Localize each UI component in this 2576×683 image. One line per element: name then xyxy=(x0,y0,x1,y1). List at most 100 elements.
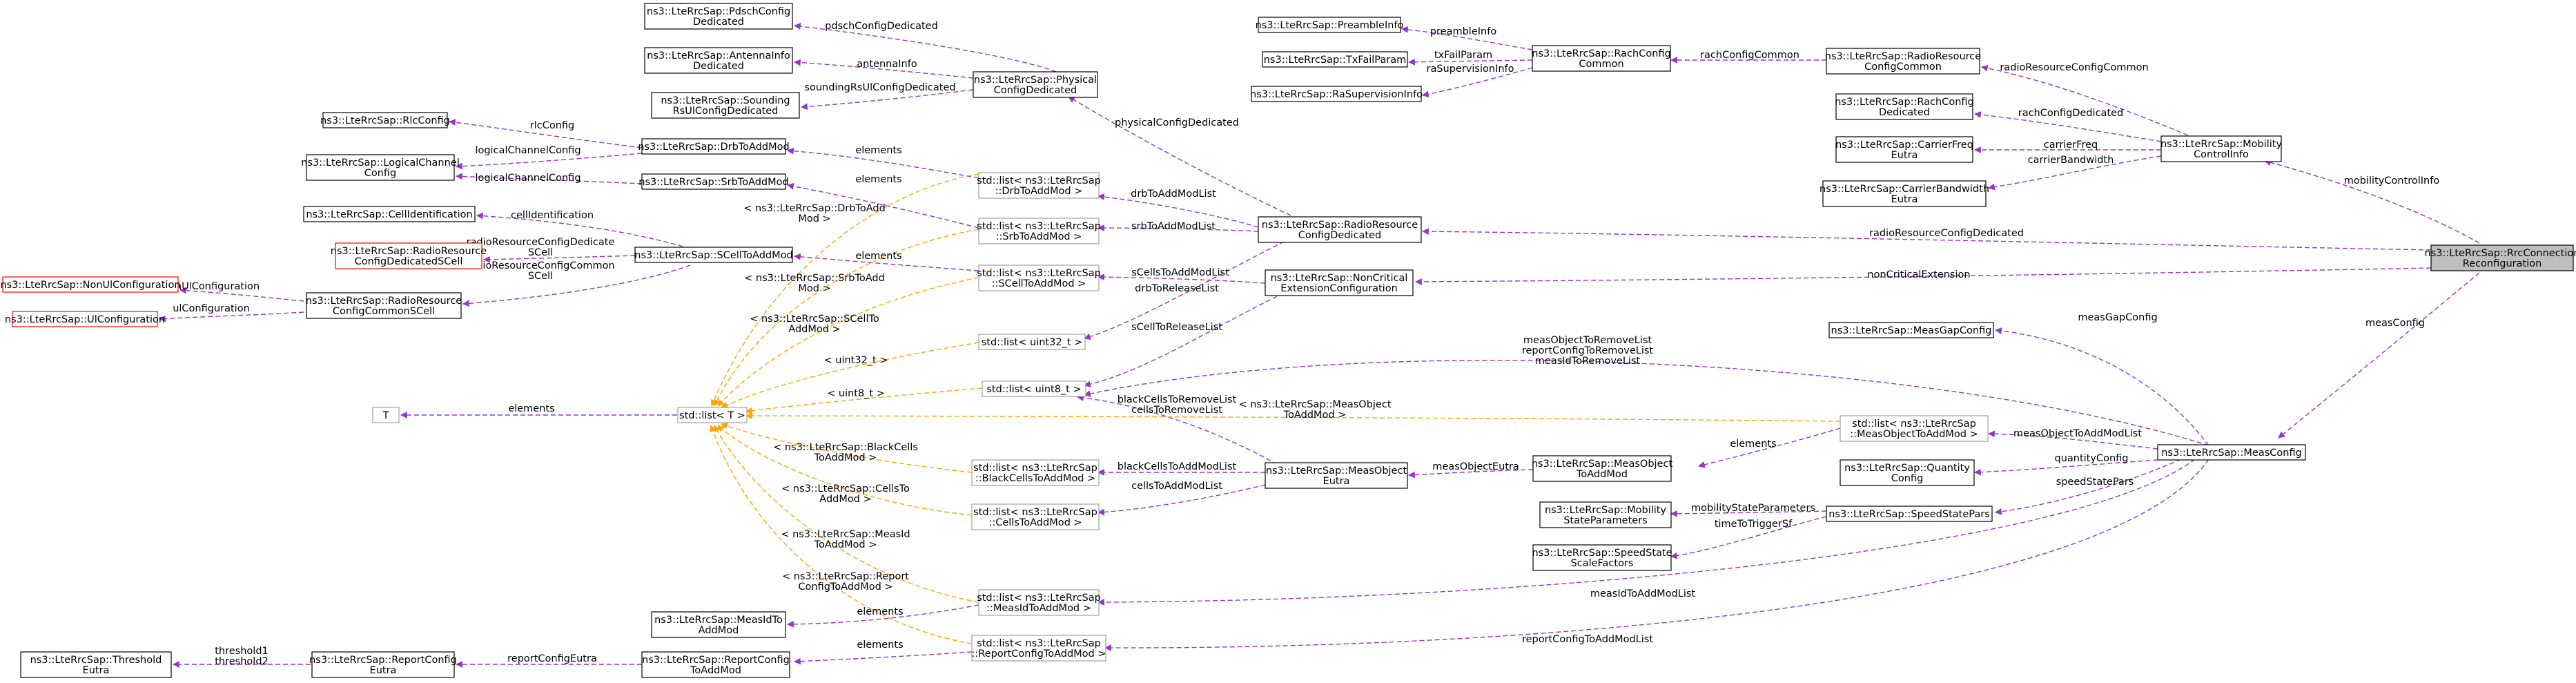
node-speed-state-pars[interactable]: ns3::LteRrcSap::SpeedStatePars xyxy=(1826,506,1993,522)
edge-tx-fail-param xyxy=(1408,58,1533,66)
edge-label-line: threshold2 xyxy=(215,656,269,667)
node-rlc-config[interactable]: ns3::LteRrcSap::RlcConfig xyxy=(320,112,450,128)
node-box xyxy=(1532,544,1672,571)
node-list-cells-to-add-mod[interactable]: std::list< ns3::LteRrcSap::CellsToAddMod… xyxy=(971,503,1100,530)
node-report-config-to-add-mod[interactable]: ns3::LteRrcSap::ReportConfigToAddMod xyxy=(641,651,790,678)
edge-cells-to-add-mod-list xyxy=(1097,484,1266,516)
node-label: ConfigDedicated xyxy=(994,85,1077,96)
edge-label-line: speedStatePars xyxy=(2056,477,2134,488)
node-box xyxy=(303,206,476,222)
node-label: std::list< ns3::LteRrcSap xyxy=(977,175,1101,186)
node-preamble-info[interactable]: ns3::LteRrcSap::PreambleInfo xyxy=(1256,17,1404,33)
node-box xyxy=(634,247,793,263)
node-meas-object-to-add-mod[interactable]: ns3::LteRrcSap::MeasObjectToAddMod xyxy=(1532,455,1673,482)
node-non-ul-configuration[interactable]: ns3::LteRrcSap::NonUlConfiguration xyxy=(0,276,181,293)
node-list-report-config-to-add-mod[interactable]: std::list< ns3::LteRrcSap::ReportConfigT… xyxy=(971,635,1106,662)
node-list-uint8[interactable]: std::list< uint8_t > xyxy=(982,381,1086,397)
node-label: ns3::LteRrcSap::RadioResource xyxy=(306,296,462,307)
edge-label-line: txFailParam xyxy=(1434,50,1492,61)
edge-label-line: elements xyxy=(855,145,901,156)
node-box xyxy=(306,292,462,319)
node-ra-supervision-info[interactable]: ns3::LteRrcSap::RaSupervisionInfo xyxy=(1250,86,1423,102)
node-ul-configuration[interactable]: ns3::LteRrcSap::UlConfiguration xyxy=(5,311,165,327)
node-scell-to-add-mod[interactable]: ns3::LteRrcSap::SCellToAddMod xyxy=(634,247,793,263)
node-list-meas-object-to-add-mod[interactable]: std::list< ns3::LteRrcSap::MeasObjectToA… xyxy=(1840,415,1989,442)
edge-radio-resource-config-dedicated xyxy=(1422,228,2432,251)
edge-label: nonCriticalExtension xyxy=(1867,269,1970,280)
edge-label: measObjectEutra xyxy=(1432,461,1519,472)
node-srb-to-add-mod[interactable]: ns3::LteRrcSap::SrbToAddMod xyxy=(638,173,789,190)
node-label: ToAddMod xyxy=(1576,469,1628,480)
node-rrc-connection-reconfiguration[interactable]: ns3::LteRrcSap::RrcConnectionReconfigura… xyxy=(2425,244,2576,271)
node-radio-resource-config-dedicated-scell[interactable]: ns3::LteRrcSap::RadioResourceConfigDedic… xyxy=(331,242,487,269)
node-box xyxy=(12,311,158,327)
node-list-drb-to-add-mod[interactable]: std::list< ns3::LteRrcSap::DrbToAddMod > xyxy=(977,172,1101,199)
edge-cell-identification xyxy=(476,212,691,249)
node-box xyxy=(651,92,800,119)
node-label: std::list< ns3::LteRrcSap xyxy=(973,463,1097,474)
edge-label: measIdToAddModList xyxy=(1590,588,1696,599)
node-meas-config[interactable]: ns3::LteRrcSap::MeasConfig xyxy=(2157,444,2306,461)
node-meas-gap-config[interactable]: ns3::LteRrcSap::MeasGapConfig xyxy=(1828,322,1994,338)
node-box xyxy=(641,138,786,155)
edge-label-line: elements xyxy=(855,174,901,185)
edge-mobility-control-info xyxy=(2264,159,2480,244)
node-label: ns3::LteRrcSap::Mobility xyxy=(1545,505,1667,516)
edge-label-line: < ns3::LteRrcSap::SrbToAdd xyxy=(744,273,885,284)
edge-label-line: < ns3::LteRrcSap::DrbToAdd xyxy=(743,203,886,214)
node-list-black-cells-to-add-mod[interactable]: std::list< ns3::LteRrcSap::BlackCellsToA… xyxy=(971,459,1100,486)
edge-label-line: ToAddMod > xyxy=(814,539,877,550)
edge-label-line: cellsToRemoveList xyxy=(1131,405,1222,416)
edge-label: cellsToAddModList xyxy=(1131,481,1222,492)
edge-label-line: < uint32_t > xyxy=(824,355,888,366)
node-meas-id-to-add-mod[interactable]: ns3::LteRrcSap::MeasIdToAddMod xyxy=(651,611,786,638)
node-t[interactable]: T xyxy=(372,407,400,423)
edge-label: carrierFreq xyxy=(2044,140,2098,151)
node-label: ns3::LteRrcSap::RachConfig xyxy=(1532,48,1671,59)
node-label: ns3::LteRrcSap::ReportConfig xyxy=(642,655,790,666)
edge-label: < uint8_t > xyxy=(827,388,885,399)
node-label: ::ReportConfigToAddMod > xyxy=(971,648,1106,660)
edge-label-line: measIdToAddModList xyxy=(1590,588,1696,599)
node-box xyxy=(20,651,172,678)
node-list-scell-to-add-mod[interactable]: std::list< ns3::LteRrcSap::SCellToAddMod… xyxy=(977,264,1101,291)
edge-label: txFailParam xyxy=(1434,50,1492,61)
node-list-srb-to-add-mod[interactable]: std::list< ns3::LteRrcSap::SrbToAddMod > xyxy=(977,218,1101,244)
node-label: Dedicated xyxy=(693,61,744,72)
edge-label-line: AddMod > xyxy=(819,494,871,505)
node-drb-to-add-mod[interactable]: ns3::LteRrcSap::DrbToAddMod xyxy=(638,138,790,155)
node-tx-fail-param[interactable]: ns3::LteRrcSap::TxFailParam xyxy=(1262,51,1408,68)
node-cell-identification[interactable]: ns3::LteRrcSap::CellIdentification xyxy=(303,206,476,222)
node-list-uint32[interactable]: std::list< uint32_t > xyxy=(978,334,1086,350)
node-radio-resource-config-common-scell[interactable]: ns3::LteRrcSap::RadioResourceConfigCommo… xyxy=(306,292,462,319)
edge-label-line: raSupervisionInfo xyxy=(1426,64,1514,75)
node-non-critical-extension-configuration[interactable]: ns3::LteRrcSap::NonCriticalExtensionConf… xyxy=(1265,269,1414,296)
edge-label-line: mobilityControlInfo xyxy=(2344,175,2440,186)
node-radio-resource-config-dedicated[interactable]: ns3::LteRrcSap::RadioResourceConfigDedic… xyxy=(1258,216,1422,243)
node-box xyxy=(978,264,1100,291)
node-box xyxy=(971,635,1106,662)
node-list-meas-id-to-add-mod[interactable]: std::list< ns3::LteRrcSap::MeasIdToAddMo… xyxy=(977,589,1101,616)
node-label: ::MeasIdToAddMod > xyxy=(986,603,1091,614)
node-radio-resource-config-common[interactable]: ns3::LteRrcSap::RadioResourceConfigCommo… xyxy=(1825,48,1982,75)
edge-label-line: srbToAddModList xyxy=(1131,221,1216,232)
node-std-list-t[interactable]: std::list< T > xyxy=(677,407,748,423)
edge-label: mobilityStateParameters xyxy=(1691,503,1815,514)
node-sounding-rs-ul-config-dedicated[interactable]: ns3::LteRrcSap::SoundingRsUlConfigDedica… xyxy=(651,92,800,119)
